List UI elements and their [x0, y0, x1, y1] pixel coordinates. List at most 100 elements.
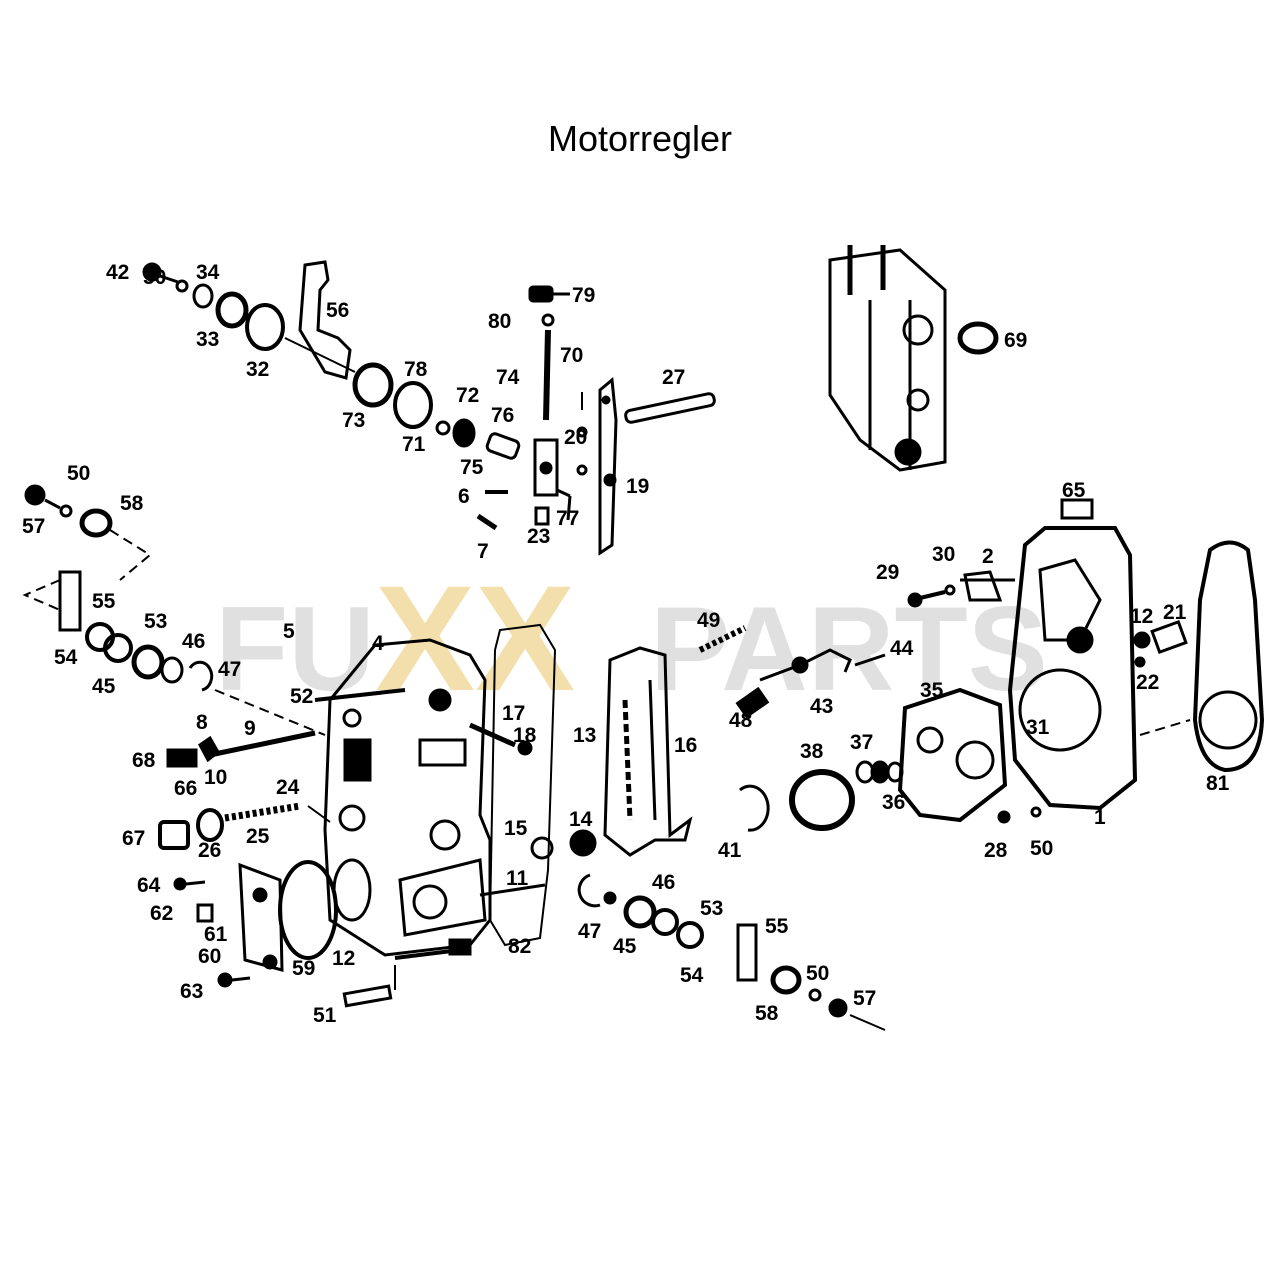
watermark-right: PARTS [650, 582, 1048, 716]
callout-11: 11 [506, 867, 529, 890]
callout-14: 14 [569, 808, 593, 831]
callout-74: 74 [496, 366, 520, 389]
callout-51: 51 [313, 1004, 337, 1027]
callout-64: 64 [137, 874, 161, 897]
callout-46: 46 [182, 630, 205, 653]
callout-26: 26 [198, 839, 221, 862]
callout-13: 13 [573, 724, 596, 747]
callout-70: 70 [560, 344, 583, 367]
callout-50: 50 [143, 266, 166, 289]
callout-49: 49 [697, 609, 720, 632]
watermark: FU XX PARTS [215, 554, 1048, 722]
callout-22: 22 [1136, 671, 1159, 694]
callout-41: 41 [718, 839, 742, 862]
callout-12: 12 [332, 947, 355, 970]
callout-36: 36 [882, 791, 905, 814]
bottom-right-stack [577, 806, 1042, 1031]
callout-20: 20 [564, 426, 587, 449]
callout-17: 17 [502, 702, 525, 725]
flyweight-linkage [698, 625, 886, 719]
callout-54: 54 [54, 646, 78, 669]
callout-61: 61 [204, 923, 228, 946]
callout-60: 60 [198, 945, 221, 968]
callout-68: 68 [132, 749, 156, 772]
callout-59: 59 [292, 957, 315, 980]
callout-75: 75 [460, 456, 484, 479]
callout-8: 8 [196, 711, 208, 734]
left-stack [22, 484, 326, 736]
callout-42: 42 [106, 261, 129, 284]
callout-63: 63 [180, 980, 203, 1003]
callout-55: 55 [765, 915, 789, 938]
callout-47: 47 [218, 658, 241, 681]
callout-18: 18 [513, 724, 537, 747]
callout-19: 19 [626, 475, 649, 498]
flyweight-assembly [739, 687, 1008, 832]
callout-56: 56 [326, 299, 349, 322]
callout-30: 30 [932, 543, 955, 566]
callout-50: 50 [806, 962, 829, 985]
pump-body-69 [828, 245, 999, 472]
callout-78: 78 [404, 358, 428, 381]
callout-50: 50 [67, 462, 90, 485]
callout-72: 72 [456, 384, 479, 407]
callout-21: 21 [1163, 601, 1187, 624]
callout-34: 34 [196, 261, 220, 284]
callout-55: 55 [92, 590, 116, 613]
left-small-parts [158, 730, 331, 850]
callout-69: 69 [1004, 329, 1027, 352]
callout-5: 5 [283, 620, 295, 643]
callout-50: 50 [1030, 837, 1053, 860]
top-left-linkage [142, 260, 521, 460]
callout-58: 58 [755, 1002, 779, 1025]
callout-57: 57 [853, 987, 876, 1010]
callout-4: 4 [372, 632, 384, 655]
callout-73: 73 [342, 409, 365, 432]
callout-53: 53 [144, 610, 167, 633]
callout-32: 32 [246, 358, 269, 381]
callout-57: 57 [22, 515, 45, 538]
cover-plate [173, 860, 396, 1008]
gasket-81 [1139, 540, 1265, 773]
callout-58: 58 [120, 492, 144, 515]
callout-46: 46 [652, 871, 675, 894]
main-housing [314, 623, 557, 960]
callout-24: 24 [276, 776, 300, 799]
callout-43: 43 [810, 695, 833, 718]
callout-23: 23 [527, 525, 550, 548]
callout-2: 2 [982, 545, 994, 568]
callout-37: 37 [850, 731, 873, 754]
lever-19 [598, 377, 716, 556]
callout-1: 1 [1094, 806, 1106, 829]
callout-45: 45 [92, 675, 116, 698]
callout-6: 6 [458, 485, 470, 508]
callout-12: 12 [1130, 605, 1153, 628]
callout-48: 48 [729, 709, 753, 732]
callout-45: 45 [613, 935, 637, 958]
callout-labels: 42 34 50 33 56 32 79 80 70 74 78 73 72 7… [22, 261, 1230, 1027]
callout-31: 31 [1026, 716, 1050, 739]
callout-35: 35 [920, 679, 944, 702]
callout-53: 53 [700, 897, 723, 920]
callout-52: 52 [290, 685, 313, 708]
watermark-mid: XX [375, 554, 575, 722]
callout-62: 62 [150, 902, 173, 925]
callout-27: 27 [662, 366, 685, 389]
callout-10: 10 [204, 766, 227, 789]
callout-79: 79 [572, 284, 595, 307]
callout-66: 66 [174, 777, 197, 800]
control-rack [569, 646, 693, 857]
callout-28: 28 [984, 839, 1008, 862]
diagram-title: Motorregler [547, 118, 733, 159]
callout-25: 25 [246, 825, 270, 848]
callout-54: 54 [680, 964, 704, 987]
callout-47: 47 [578, 920, 601, 943]
callout-81: 81 [1206, 772, 1230, 795]
callout-80: 80 [488, 310, 511, 333]
watermark-left: FU [215, 582, 375, 716]
callout-82: 82 [508, 935, 531, 958]
callout-9: 9 [244, 717, 256, 740]
governor-rod [476, 285, 588, 531]
callout-33: 33 [196, 328, 219, 351]
parts-drawing [22, 245, 1265, 1031]
